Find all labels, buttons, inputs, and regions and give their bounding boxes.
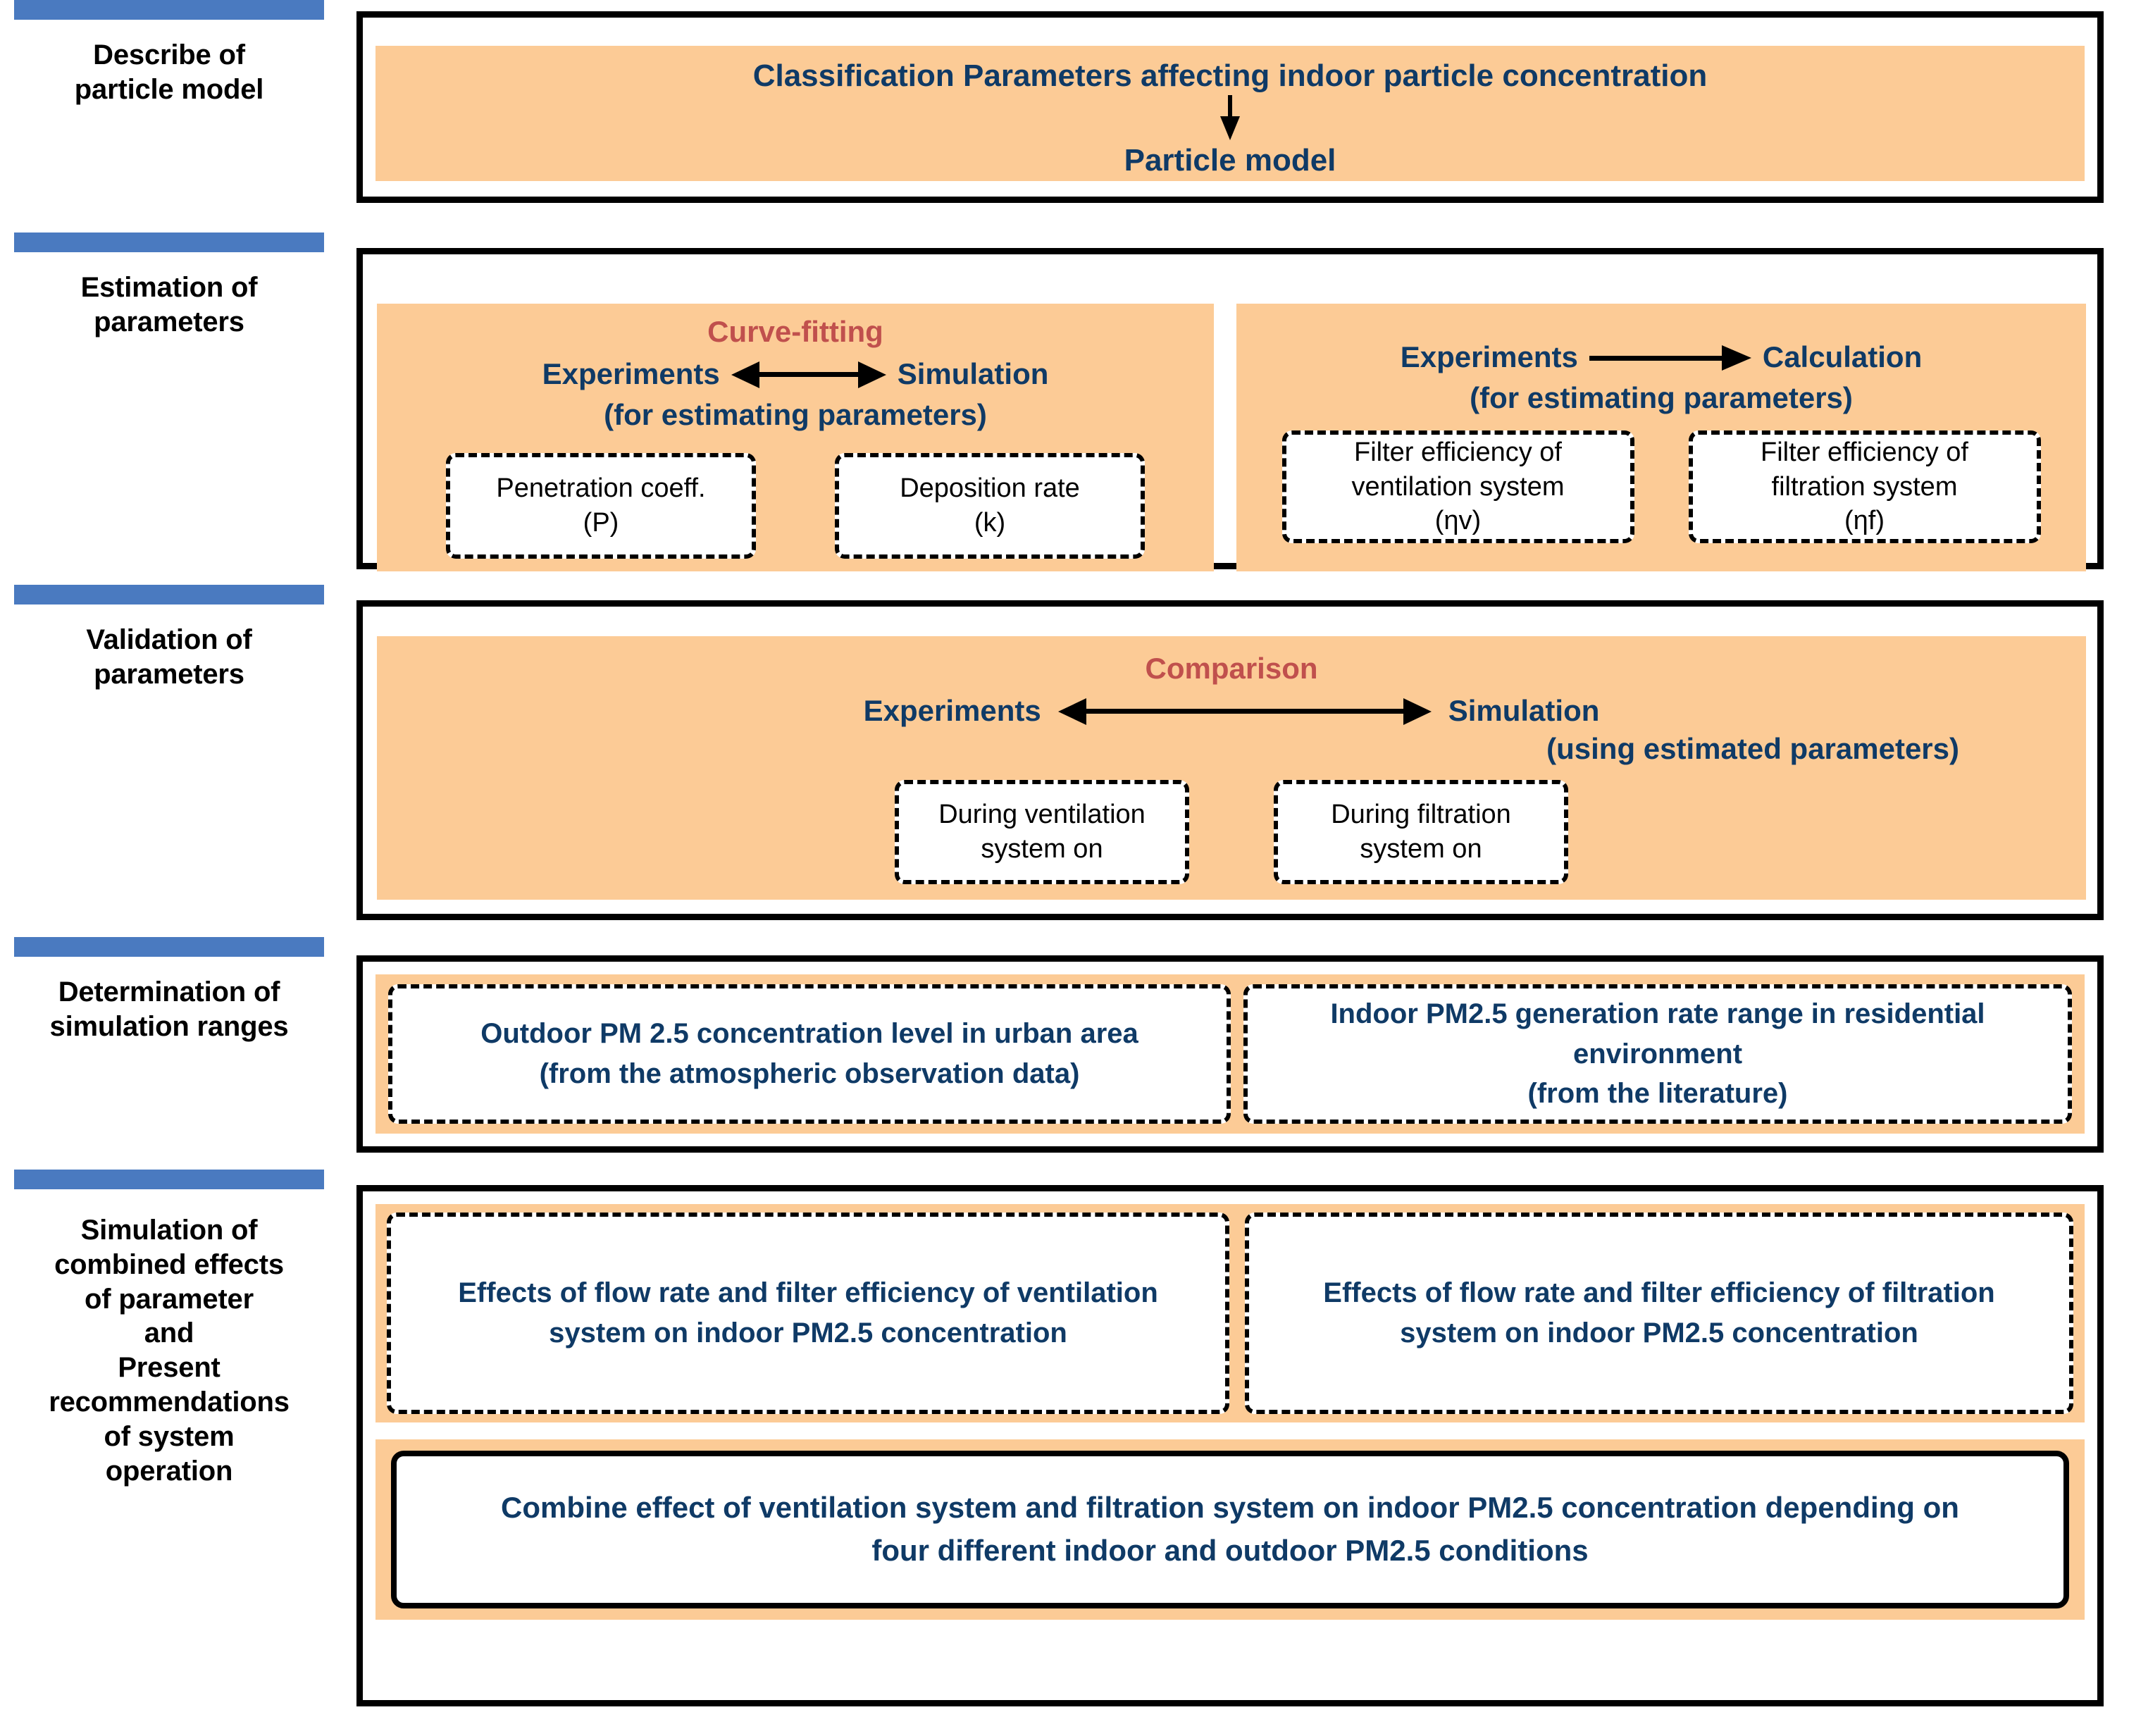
effects-filtration-line1: Effects of flow rate and filter efficien… xyxy=(1323,1277,1995,1309)
stage-label-col-4: Determination of simulation ranges xyxy=(10,937,328,1170)
filter-efficiency-ventilation-card: Filter efficiency of ventilation system … xyxy=(1281,430,1634,543)
filter-efficiency-ventilation-line2: ventilation system xyxy=(1351,471,1565,502)
calculation-relation: Experiments Calculation (for estimating … xyxy=(1236,304,2086,415)
outdoor-pm25-line2: (from the atmospheric observation data) xyxy=(539,1058,1080,1089)
double-arrow-icon-validation xyxy=(1057,697,1432,725)
effects-ventilation-line2: system on indoor PM2.5 concentration xyxy=(549,1318,1067,1348)
experiments-label-left: Experiments xyxy=(542,357,720,390)
penetration-coefficient-line1: Penetration coeff. xyxy=(496,473,706,504)
section-5-top-panel: Effects of flow rate and filter efficien… xyxy=(375,1204,2085,1422)
stage-label-col-2: Estimation of parameters xyxy=(10,232,328,585)
experiments-label-validation: Experiments xyxy=(863,694,1041,727)
combine-effect-line1: Combine effect of ventilation system and… xyxy=(501,1491,1959,1525)
experiments-label-right: Experiments xyxy=(1400,340,1578,373)
section-2-right-cards: Filter efficiency of ventilation system … xyxy=(1236,430,2086,543)
classification-parameters-text: Classification Parameters affecting indo… xyxy=(752,58,1708,93)
stage-label-col-1: Describe of particle model xyxy=(10,0,328,232)
comparison-label: Comparison xyxy=(1145,652,1318,685)
stage-label-5: Simulation of combined effects of parame… xyxy=(49,1215,290,1487)
filter-efficiency-filtration-line2: filtration system xyxy=(1771,471,1958,502)
combine-effect-card: Combine effect of ventilation system and… xyxy=(391,1451,2069,1608)
section-3-panel: Comparison Experiments Simulation (using… xyxy=(377,636,2086,900)
effects-ventilation-line1: Effects of flow rate and filter efficien… xyxy=(458,1277,1158,1309)
using-estimated-parameters-caption: (using estimated parameters) xyxy=(1546,732,1959,765)
filter-efficiency-ventilation-line1: Filter efficiency of xyxy=(1354,438,1562,468)
outdoor-pm25-concentration-card: Outdoor PM 2.5 concentration level in ur… xyxy=(388,984,1231,1124)
effects-ventilation-card: Effects of flow rate and filter efficien… xyxy=(387,1213,1229,1414)
stage-label-2: Estimation of parameters xyxy=(80,272,258,337)
curve-fitting-label: Curve-fitting xyxy=(707,315,883,348)
during-ventilation-system-on-card: During ventilation system on xyxy=(895,780,1189,884)
stage-row-validation-of-parameters: Validation of parameters Comparison Expe… xyxy=(0,585,2129,937)
stage-accent-bar-4 xyxy=(14,937,324,957)
section-2-left-panel: Curve-fitting Experiments Simulation (fo… xyxy=(377,304,1214,571)
filter-efficiency-filtration-line3: (ηf) xyxy=(1844,506,1885,536)
effects-filtration-line2: system on indoor PM2.5 concentration xyxy=(1400,1318,1918,1348)
stage-label-col-5: Simulation of combined effects of parame… xyxy=(10,1170,328,1736)
indoor-pm25-line2: environment xyxy=(1572,1038,1743,1070)
section-3-cards: During ventilation system on During filt… xyxy=(377,780,2086,884)
section-5-bottom-panel: Combine effect of ventilation system and… xyxy=(375,1439,2085,1620)
effects-filtration-card: Effects of flow rate and filter efficien… xyxy=(1245,1213,2073,1414)
double-arrow-icon-left xyxy=(731,360,886,388)
section-box-3: Comparison Experiments Simulation (using… xyxy=(356,600,2104,920)
penetration-coefficient-line2: (P) xyxy=(583,508,619,538)
curve-fitting-relation: Curve-fitting Experiments Simulation (fo… xyxy=(377,304,1214,432)
indoor-pm25-line1: Indoor PM2.5 generation rate range in re… xyxy=(1330,998,1985,1029)
calculation-label: Calculation xyxy=(1762,340,1923,373)
estimating-parameters-caption-left: (for estimating parameters) xyxy=(604,398,987,431)
section-box-1: Classification Parameters affecting indo… xyxy=(356,11,2104,203)
stage-label-1: Describe of particle model xyxy=(14,38,324,107)
deposition-rate-card: Deposition rate (k) xyxy=(835,453,1145,559)
stage-label-1-line1: Describe of particle model xyxy=(74,39,264,105)
outdoor-pm25-line1: Outdoor PM 2.5 concentration level in ur… xyxy=(480,1018,1138,1050)
stage-row-estimation-of-parameters: Estimation of parameters Curve-fitting E… xyxy=(0,232,2129,585)
estimating-parameters-caption-right: (for estimating parameters) xyxy=(1470,381,1853,414)
during-filtration-line1: During filtration xyxy=(1331,800,1511,830)
section-1-panel: Classification Parameters affecting indo… xyxy=(375,46,2085,181)
deposition-rate-line2: (k) xyxy=(974,508,1006,538)
right-arrow-icon xyxy=(1589,343,1751,371)
stage-row-simulation-combined-effects: Simulation of combined effects of parame… xyxy=(0,1170,2129,1736)
section-2-right-panel: Experiments Calculation (for estimating … xyxy=(1236,304,2086,571)
during-ventilation-line1: During ventilation xyxy=(938,800,1146,830)
indoor-pm25-line3: (from the literature) xyxy=(1527,1078,1788,1110)
stage-accent-bar-5 xyxy=(14,1170,324,1189)
indoor-pm25-generation-rate-card: Indoor PM2.5 generation rate range in re… xyxy=(1243,984,2072,1124)
filter-efficiency-filtration-card: Filter efficiency of filtration system (… xyxy=(1688,430,2041,543)
section-2-left-cards: Penetration coeff. (P) Deposition rate (… xyxy=(377,453,1214,559)
particle-model-text: Particle model xyxy=(1124,143,1336,178)
filter-efficiency-ventilation-line3: (ηv) xyxy=(1434,506,1482,536)
section-4-panel: Outdoor PM 2.5 concentration level in ur… xyxy=(375,974,2085,1134)
during-filtration-system-on-card: During filtration system on xyxy=(1274,780,1568,884)
penetration-coefficient-card: Penetration coeff. (P) xyxy=(446,453,756,559)
during-ventilation-line2: system on xyxy=(981,834,1103,864)
stage-row-determination-of-simulation-ranges: Determination of simulation ranges Outdo… xyxy=(0,937,2129,1170)
simulation-label-validation: Simulation xyxy=(1448,694,1600,727)
comparison-relation: Comparison Experiments Simulation (using… xyxy=(377,636,2086,766)
stage-label-4: Determination of simulation ranges xyxy=(49,976,289,1042)
section-box-5: Effects of flow rate and filter efficien… xyxy=(356,1185,2104,1706)
deposition-rate-line1: Deposition rate xyxy=(900,473,1080,504)
simulation-label-left: Simulation xyxy=(897,357,1049,390)
section-box-2: Curve-fitting Experiments Simulation (fo… xyxy=(356,248,2104,571)
combine-effect-line2: four different indoor and outdoor PM2.5 … xyxy=(871,1534,1589,1567)
stage-accent-bar-1 xyxy=(14,0,324,20)
stage-accent-bar-3 xyxy=(14,585,324,604)
stage-accent-bar-2 xyxy=(14,232,324,252)
stage-row-describe-particle-model: Describe of particle model Classificatio… xyxy=(0,0,2129,232)
filter-efficiency-filtration-line1: Filter efficiency of xyxy=(1761,438,1968,468)
during-filtration-line2: system on xyxy=(1360,834,1482,864)
stage-label-3: Validation of parameters xyxy=(86,624,252,690)
section-box-4: Outdoor PM 2.5 concentration level in ur… xyxy=(356,955,2104,1153)
stage-label-col-3: Validation of parameters xyxy=(10,585,328,937)
